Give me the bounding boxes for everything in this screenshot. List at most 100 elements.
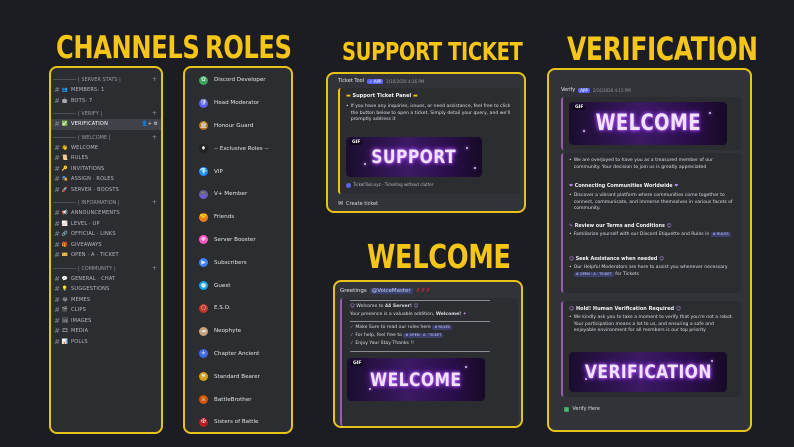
role-icon: ⚑ <box>199 372 208 382</box>
verify-here-button[interactable]: ✓ Verify Here <box>564 406 600 412</box>
plus-icon[interactable]: + <box>151 199 157 206</box>
channel-category[interactable]: ------------- | INFORMATION |+ <box>53 199 157 206</box>
verify-sec2-title: ✎ Review our Terms and Conditions ☺ <box>569 224 672 229</box>
channel-name: CLIPS <box>71 307 86 314</box>
role-item[interactable]: 🎮V+ Member <box>185 183 291 206</box>
channel-item[interactable]: #✅VERIFICATION👤+ ⚙ <box>51 119 161 130</box>
channel-item[interactable]: #🎁GIVEAWAYS <box>51 240 161 251</box>
open-ticket-channel-chip[interactable]: # OPEN · A · TICKET <box>573 271 614 277</box>
plus-icon[interactable]: + <box>151 76 157 83</box>
channel-item[interactable]: #🖼IMAGES <box>51 316 161 327</box>
verify-welcome-gif: GIF WELCOME <box>569 102 727 145</box>
welcome-line-4: ✓ For help, feel free to # OPEN · A · TI… <box>350 333 444 339</box>
channel-item[interactable]: #📢ANNOUNCEMENTS <box>51 208 161 219</box>
role-item[interactable]: ✿Discord Developer <box>185 69 291 92</box>
support-ticket-panel: Ticket Tool ✓ APP 2/16/2026 4:26 PM ▬ Su… <box>326 72 526 213</box>
channel-item[interactable]: #👥MEMBERS: 1 <box>51 85 161 96</box>
hash-icon: # <box>54 274 60 283</box>
role-item[interactable]: ⚜Chapter Ancient <box>185 343 291 366</box>
channel-item[interactable]: #🎞MEDIA <box>51 326 161 337</box>
role-item[interactable]: 🤝Friends <box>185 206 291 229</box>
support-bot-name[interactable]: Ticket Tool <box>338 78 365 84</box>
channel-name: BOTS: 7 <box>71 97 93 104</box>
channel-item[interactable]: #💬GENERAL · CHAT <box>51 274 161 285</box>
channel-item[interactable]: #🎭ASSIGN · ROLES <box>51 174 161 185</box>
channel-emoji-icon: 🔗 <box>61 231 69 238</box>
role-item[interactable]: 🏛Honour Guard <box>185 115 291 138</box>
channel-item[interactable]: #📈LEVEL · UP <box>51 219 161 230</box>
role-name: Standard Bearer <box>214 373 260 380</box>
verify-sec2-body: •Familiarize yourself with our Discord E… <box>569 232 731 238</box>
hash-icon: # <box>54 96 60 105</box>
channel-name: MEDIA <box>71 328 89 335</box>
rules-channel-chip[interactable]: # RULES <box>710 232 731 238</box>
hash-icon: # <box>54 251 60 260</box>
heading-channels: CHANNELS <box>56 30 200 66</box>
open-ticket-channel-chip[interactable]: # OPEN · A · TICKET <box>403 333 444 339</box>
channel-item[interactable]: #😂MEMES <box>51 295 161 306</box>
channel-settings-icon[interactable]: 👤+ ⚙ <box>141 121 159 128</box>
role-name: Discord Developer <box>214 77 266 84</box>
channel-emoji-icon: 👥 <box>61 87 69 94</box>
support-gif-word: SUPPORT <box>371 146 457 168</box>
channel-item[interactable]: #🎫OPEN · A · TICKET <box>51 250 161 261</box>
verify-hold-embed: ☺ Hold! Human Verification Required ☺ •W… <box>561 301 741 397</box>
role-icon: 🤝 <box>199 212 208 222</box>
mention-voicemaster[interactable]: @VoiceMaster <box>369 287 413 294</box>
channel-list: ------------- | SERVER STATS |+ #👥MEMBERS… <box>51 68 161 347</box>
hash-icon: # <box>54 209 60 218</box>
channel-item[interactable]: #🤖BOTS: 7 <box>51 96 161 107</box>
role-name: BattleBrother <box>214 396 252 403</box>
role-item[interactable]: ♦-- Exclusive Roles -- <box>185 137 291 160</box>
channel-emoji-icon: ✅ <box>61 121 69 128</box>
plus-icon[interactable]: + <box>151 264 157 272</box>
role-item[interactable]: ☁Neophyte <box>185 320 291 343</box>
role-item[interactable]: ❖Server Booster <box>185 229 291 252</box>
channel-item[interactable]: #🔗OFFICIAL · LINKS <box>51 229 161 240</box>
hash-icon: # <box>54 175 60 184</box>
channel-name: ASSIGN · ROLES <box>71 176 114 183</box>
role-item[interactable]: 💎VIP <box>185 160 291 183</box>
channel-emoji-icon: 📊 <box>61 338 69 345</box>
channel-emoji-icon: 🎞 <box>61 328 69 335</box>
channel-item[interactable]: #📊POLLS <box>51 337 161 348</box>
role-item[interactable]: ○E.S.O. <box>185 297 291 320</box>
hash-icon: # <box>54 230 60 239</box>
role-item[interactable]: ✠Sisters of Battle <box>185 411 291 432</box>
channel-emoji-icon: 🎭 <box>61 176 69 183</box>
channel-category[interactable]: ------------- | COMMUNITY |+ <box>53 264 157 272</box>
role-icon: 🏛 <box>199 121 208 131</box>
hash-icon: # <box>54 185 60 194</box>
role-icon: ♦ <box>199 144 208 154</box>
channel-category[interactable]: ------------- | WELCOME |+ <box>53 133 157 141</box>
channel-item[interactable]: #🎬CLIPS <box>51 305 161 316</box>
welcome-line-3: ✓ Make Sure to read our rules here # RUL… <box>350 325 453 331</box>
channel-item[interactable]: #📜RULES <box>51 153 161 164</box>
role-item[interactable]: ▶Subscribers <box>185 251 291 274</box>
role-item[interactable]: 🛡Head Moderator <box>185 92 291 115</box>
channel-item[interactable]: #👋WELCOME <box>51 143 161 154</box>
create-ticket-button[interactable]: ✉ Create ticket <box>338 200 379 207</box>
plus-icon[interactable]: + <box>151 110 157 117</box>
role-item[interactable]: ⚑ Standard Bearer <box>185 365 291 388</box>
plus-icon[interactable]: + <box>151 133 157 141</box>
channel-item[interactable]: #🔑INVITATIONS <box>51 164 161 175</box>
hash-icon: # <box>54 295 60 304</box>
role-name: Sisters of Battle <box>214 419 259 426</box>
channel-item[interactable]: #🚀SERVER · BOOSTS <box>51 185 161 196</box>
verify-bot-name[interactable]: Verify <box>561 87 576 93</box>
role-icon: ○ <box>199 303 208 313</box>
channel-emoji-icon: 🔑 <box>61 165 69 172</box>
channel-category[interactable]: ------------- | VERIFY |+ <box>53 110 157 117</box>
role-name: VIP <box>214 168 223 175</box>
welcome-gif-banner: GIF WELCOME <box>347 358 485 401</box>
role-item[interactable]: ⚔BattleBrother <box>185 388 291 411</box>
hash-icon: # <box>54 285 60 294</box>
channel-category[interactable]: ------------- | SERVER STATS |+ <box>53 76 157 83</box>
rules-channel-chip[interactable]: # RULES <box>432 325 453 331</box>
support-gif-banner: GIF SUPPORT <box>346 137 482 177</box>
channel-name: WELCOME <box>71 144 99 151</box>
role-item[interactable]: ●Guest <box>185 274 291 297</box>
envelope-icon: ✉ <box>338 200 344 207</box>
channel-item[interactable]: #💡SUGGESTIONS <box>51 284 161 295</box>
